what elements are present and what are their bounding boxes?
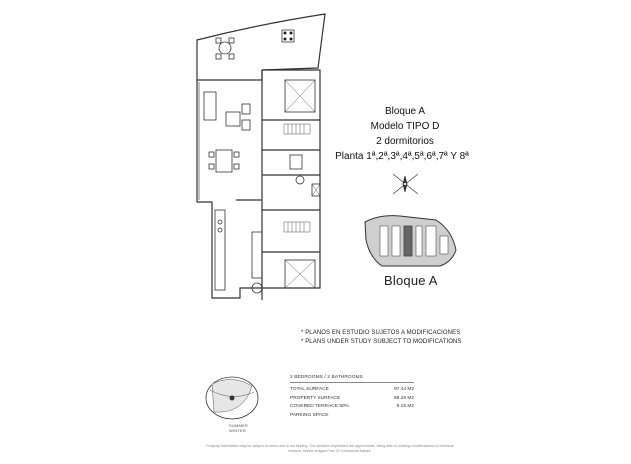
dining-table-icon <box>208 149 240 173</box>
surface-value: 97.44 M2 <box>393 387 414 392</box>
surface-table-header: 2 BEDROOMS / 2 BATHROOMS <box>290 375 414 383</box>
bathroom-fixtures-icon <box>289 154 321 197</box>
surface-value: 8.15 M2 <box>396 404 414 409</box>
bedrooms-title: 2 dormitorios <box>376 136 434 147</box>
surface-label: COVERED TERRACE 50% <box>290 404 349 409</box>
surface-label: TOTAL SURFACE <box>290 387 329 392</box>
surface-row: PROPERTY SURFACE 89.29 M2 <box>290 395 414 404</box>
surface-row: COVERED TERRACE 50% 8.15 M2 <box>290 403 414 412</box>
block-title: Bloque A <box>384 106 426 117</box>
key-plan-drawing <box>364 215 457 267</box>
wardrobe-hatch <box>283 123 311 233</box>
sun-diagram-icon <box>205 376 259 420</box>
compass-icon <box>392 173 419 195</box>
apartment-outline <box>196 69 321 299</box>
surface-value: 89.29 M2 <box>393 395 414 401</box>
winter-label: WINTER <box>229 428 246 433</box>
terrace-outline <box>196 13 326 81</box>
note-en: * PLANS UNDER STUDY SUBJECT TO MODIFICAT… <box>301 339 462 345</box>
disclaimer: Property information may be subject to e… <box>206 444 454 453</box>
model-title: Modelo TIPO D <box>370 121 440 132</box>
key-plan-label: Bloque A <box>384 273 438 288</box>
summer-label: SUMMER <box>229 423 248 428</box>
surface-label: PROPERTY SURFACE <box>290 395 341 401</box>
bed-icon <box>284 79 316 289</box>
living-furniture-icon <box>203 91 251 131</box>
note-es: * PLANOS EN ESTUDIO SUJETOS A MODIFICACI… <box>301 330 461 336</box>
floors-title: Planta 1ª,2ª,3ª,4ª,5ª,6ª,7ª Y 8ª <box>335 151 469 162</box>
kitchen-counter-icon <box>214 209 263 294</box>
interior-walls <box>236 70 320 300</box>
surface-label: PARKING SPACE <box>290 412 329 418</box>
surface-table: 2 BEDROOMS / 2 BATHROOMS TOTAL SURFACE 9… <box>290 375 414 420</box>
planter-icon <box>281 29 295 43</box>
notes: * PLANOS EN ESTUDIO SUJETOS A MODIFICACI… <box>301 329 462 347</box>
terrace-table-icon <box>215 37 235 60</box>
title-block: Bloque A Modelo TIPO D 2 dormitorios Pla… <box>330 104 480 164</box>
surface-row: TOTAL SURFACE 97.44 M2 <box>290 386 414 395</box>
surface-row: PARKING SPACE <box>290 412 414 421</box>
